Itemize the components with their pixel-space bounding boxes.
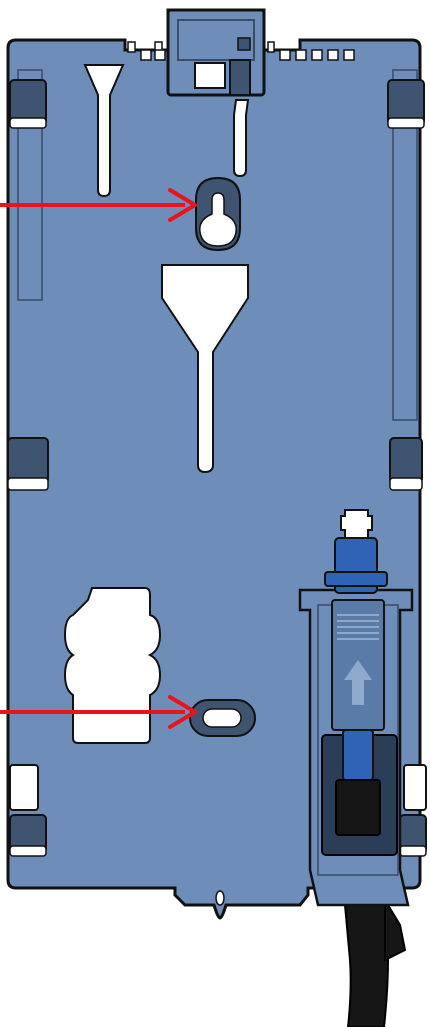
lower-connector-blue — [342, 729, 374, 781]
top-latch — [166, 8, 266, 97]
clip-mid-right — [389, 437, 423, 491]
connector-assembly — [298, 509, 414, 1027]
bottom-mount-hole — [215, 890, 225, 906]
latch-dark-block — [229, 59, 251, 96]
left-rail — [17, 69, 43, 301]
funnel-slot-left — [83, 64, 125, 198]
top-notches-right — [267, 41, 355, 61]
top-notches-left — [127, 41, 166, 61]
clip-top-right — [387, 79, 425, 129]
insert-direction-arrow-icon — [344, 660, 372, 705]
connector-latch-white — [340, 509, 373, 541]
callout-arrow-oval-slot — [0, 695, 197, 729]
clip-mid-left — [7, 437, 49, 491]
callout-arrow-keyhole — [0, 188, 197, 222]
puzzle-slot — [63, 587, 162, 744]
peg-slot-right — [233, 99, 250, 178]
adapter-grip-lines — [337, 614, 379, 640]
connector-collar — [324, 571, 388, 587]
clip-top-left — [9, 79, 47, 129]
funnel-slot-center — [161, 264, 249, 474]
keyhole-slot — [195, 176, 241, 252]
latch-small-square — [237, 37, 251, 51]
latch-window — [177, 19, 255, 61]
latch-white-block — [194, 62, 226, 89]
lower-connector-sleeve — [335, 779, 381, 836]
cable-boot-right — [384, 896, 407, 962]
lower-oval-slot — [189, 699, 256, 737]
clip-bottom-right — [399, 764, 427, 857]
right-rail — [392, 69, 418, 421]
clip-bottom-left — [9, 764, 47, 857]
